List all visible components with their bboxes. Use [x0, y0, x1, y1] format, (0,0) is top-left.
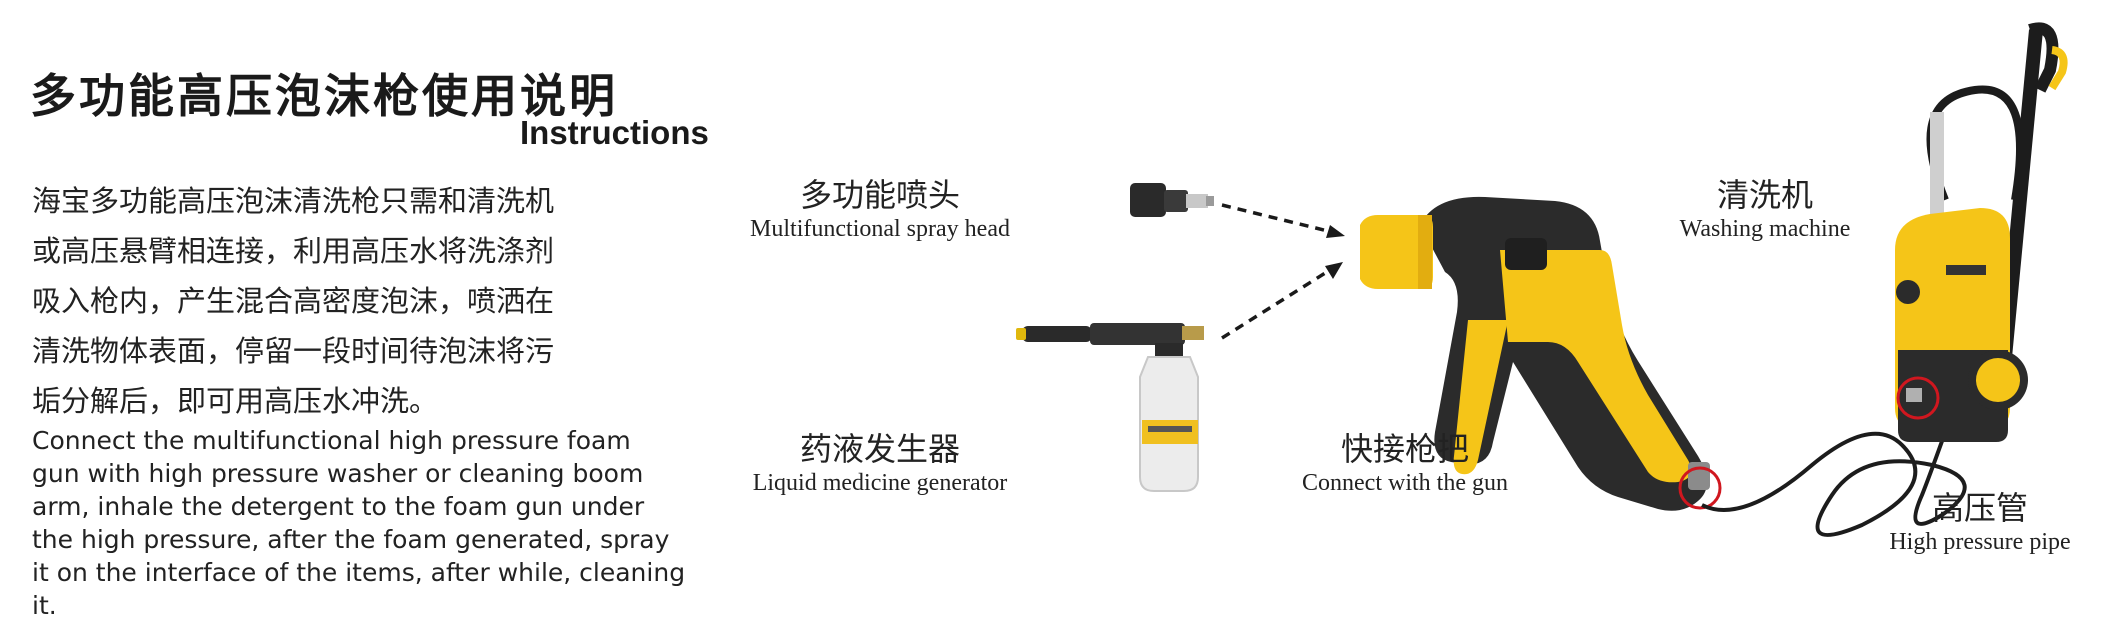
arrow-spray-head-to-gun: [1221, 203, 1333, 234]
label-gun-connect-cn: 快接枪把: [1340, 430, 1469, 468]
description-english: Connect the multifunctional high pressur…: [32, 424, 722, 622]
label-generator: 药液发生器 Liquid medicine generator: [715, 424, 1045, 497]
description-english-line: it on the interface of the items, after …: [32, 558, 686, 587]
washing-machine-illustration: [1895, 22, 2068, 442]
description-chinese-line: 清洗物体表面，停留一段时间待泡沫将污: [32, 334, 555, 368]
label-washer-cn: 清洗机: [1716, 176, 1813, 214]
arrow-head-2: [1325, 262, 1343, 279]
description-english-line: the high pressure, after the foam genera…: [32, 525, 670, 554]
page-title-english: Instructions: [520, 114, 709, 151]
label-spray-head: 多功能喷头 Multifunctional spray head: [715, 170, 1045, 243]
label-spray-head-en: Multifunctional spray head: [750, 216, 1010, 242]
label-pipe-en: High pressure pipe: [1889, 529, 2071, 555]
description-english-line: Connect the multifunctional high pressur…: [32, 426, 631, 455]
description-chinese-line: 吸入枪内，产生混合高密度泡沫，喷洒在: [32, 284, 555, 318]
liquid-generator-illustration: [1016, 323, 1204, 492]
description-english-line: it.: [32, 591, 57, 620]
label-generator-cn: 药液发生器: [799, 430, 960, 468]
description-chinese-line: 或高压悬臂相连接，利用高压水将洗涤剂: [32, 234, 555, 268]
label-washer-en: Washing machine: [1679, 216, 1851, 242]
label-washer: 清洗机 Washing machine: [1655, 170, 1875, 243]
arrow-head-1: [1326, 225, 1345, 238]
high-pressure-hose: [1701, 384, 1967, 537]
description-chinese-line: 垢分解后，即可用高压水冲洗。: [32, 384, 439, 418]
foam-gun-illustration: [1360, 196, 1710, 511]
arrow-generator-to-gun: [1221, 268, 1331, 340]
label-pipe-cn: 高压管: [1931, 489, 2028, 527]
label-gun-connect-en: Connect with the gun: [1302, 470, 1508, 496]
label-spray-head-cn: 多功能喷头: [799, 176, 960, 214]
washer-outlet-highlight: [1896, 376, 1940, 420]
label-generator-en: Liquid medicine generator: [752, 470, 1008, 496]
description-english-line: gun with high pressure washer or cleanin…: [32, 459, 644, 488]
description-chinese-line: 海宝多功能高压泡沫清洗枪只需和清洗机: [32, 184, 555, 218]
description-english-line: arm, inhale the detergent to the foam gu…: [32, 492, 645, 521]
spray-head-illustration: [1130, 183, 1214, 217]
gun-connector-highlight: [1678, 466, 1722, 510]
label-gun-connect: 快接枪把 Connect with the gun: [1255, 424, 1555, 497]
page-title-chinese: 多功能高压泡沫枪使用说明: [30, 69, 618, 123]
description-chinese: 海宝多功能高压泡沫清洗枪只需和清洗机 或高压悬臂相连接，利用高压水将洗涤剂 吸入…: [32, 176, 612, 426]
label-pipe: 高压管 High pressure pipe: [1855, 483, 2105, 556]
